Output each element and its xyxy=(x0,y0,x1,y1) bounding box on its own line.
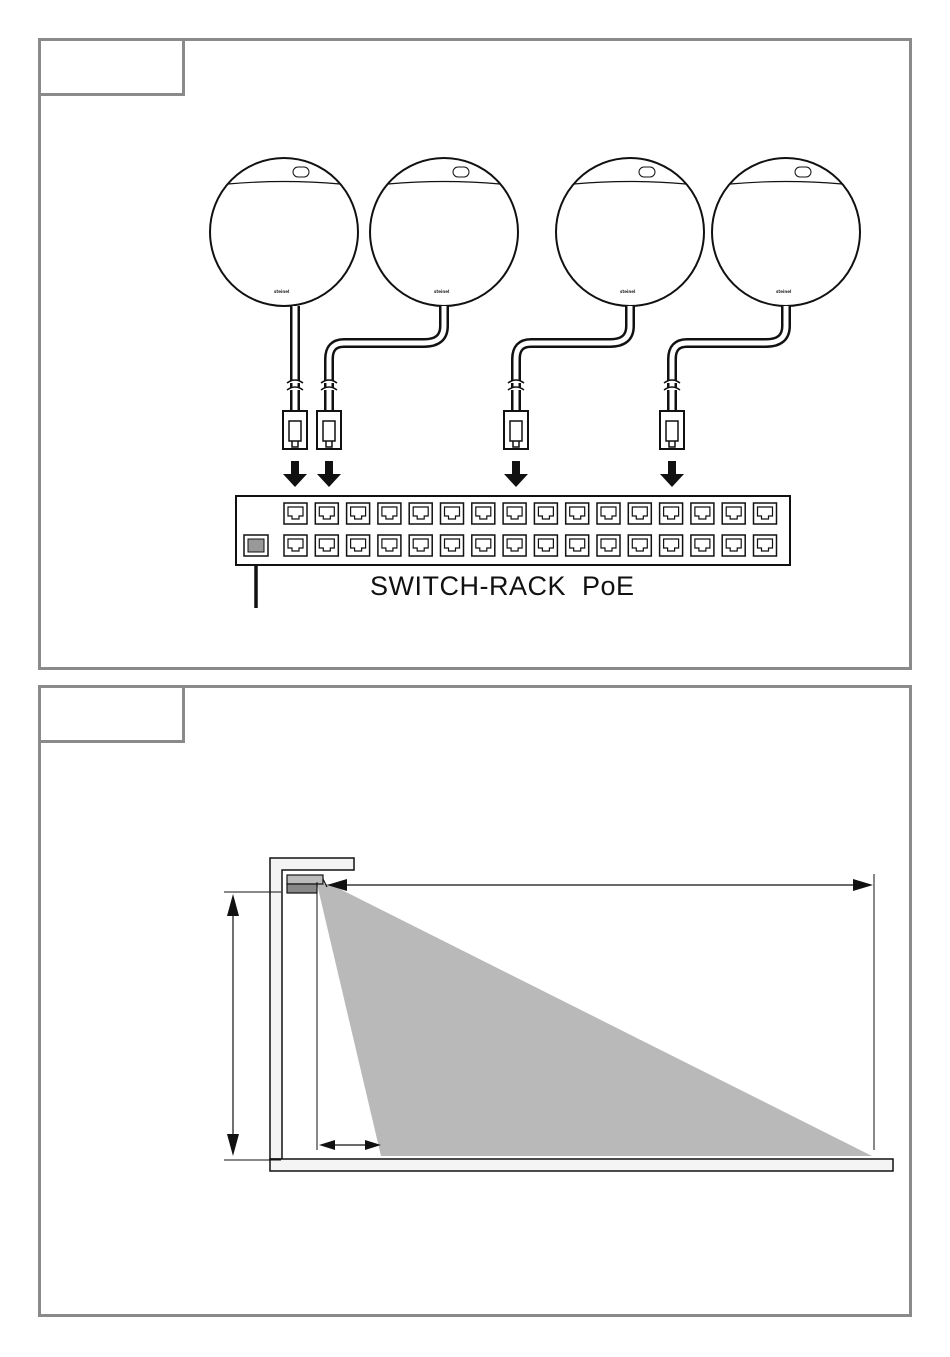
arrow-up-icon xyxy=(227,894,239,916)
sensor-1: steinel xyxy=(210,158,358,306)
arrow-down-icon xyxy=(227,1134,239,1156)
switch-port xyxy=(503,503,526,524)
switch-port xyxy=(722,535,745,556)
switch-port xyxy=(503,535,526,556)
cables xyxy=(287,306,786,411)
rj45-plug-2 xyxy=(317,411,341,449)
floor xyxy=(270,1159,893,1171)
switch-port xyxy=(409,535,432,556)
switch-port xyxy=(628,535,651,556)
switch-port xyxy=(534,503,557,524)
switch-port xyxy=(722,503,745,524)
sensor-brand-label: steinel xyxy=(434,289,450,294)
switch-port xyxy=(315,535,338,556)
detection-zone xyxy=(317,884,872,1156)
switch-port xyxy=(472,503,495,524)
switch-port xyxy=(441,535,464,556)
sensor-brand-label: steinel xyxy=(776,289,792,294)
switch-port xyxy=(472,535,495,556)
switch-port xyxy=(315,503,338,524)
sensor-3: steinel xyxy=(556,158,704,306)
switch-port xyxy=(409,503,432,524)
switch-port xyxy=(597,503,620,524)
switch-port xyxy=(754,503,777,524)
arrow-down-icon xyxy=(504,461,528,487)
switch-port xyxy=(534,535,557,556)
detection-range-diagram xyxy=(41,688,915,1320)
switch-rack-label: SWITCH-RACK PoE xyxy=(370,571,635,602)
switch-port xyxy=(347,503,370,524)
switch-port xyxy=(441,503,464,524)
arrow-down-icons xyxy=(283,461,684,487)
rj45-plug-1 xyxy=(283,411,307,449)
sensor-brand-label: steinel xyxy=(274,289,290,294)
arrow-down-icon xyxy=(317,461,341,487)
switch-port xyxy=(566,535,589,556)
arrow-down-icon xyxy=(283,461,307,487)
switch-port xyxy=(378,535,401,556)
switch-port xyxy=(347,535,370,556)
panel-network-connection: steinel steinel steinel steinel xyxy=(38,38,912,670)
sensor-brand-label: steinel xyxy=(620,289,636,294)
switch-port xyxy=(691,535,714,556)
rj45-plug-4 xyxy=(660,411,684,449)
switch-port xyxy=(691,503,714,524)
rj45-plug-3 xyxy=(504,411,528,449)
panel-detection-range xyxy=(38,685,912,1317)
sensor-2: steinel xyxy=(370,158,518,306)
switch-port xyxy=(754,535,777,556)
arrow-right-icon xyxy=(853,879,873,891)
switch-port xyxy=(660,535,683,556)
switch-port xyxy=(566,503,589,524)
arrow-down-icon xyxy=(660,461,684,487)
switch-port xyxy=(628,503,651,524)
arrow-left-icon xyxy=(319,1140,335,1150)
switch-port xyxy=(378,503,401,524)
switch-port xyxy=(597,535,620,556)
uplink-port xyxy=(244,535,268,556)
switch-port xyxy=(660,503,683,524)
switch-port xyxy=(284,535,307,556)
switch-port xyxy=(284,503,307,524)
sensor-4: steinel xyxy=(712,158,860,306)
